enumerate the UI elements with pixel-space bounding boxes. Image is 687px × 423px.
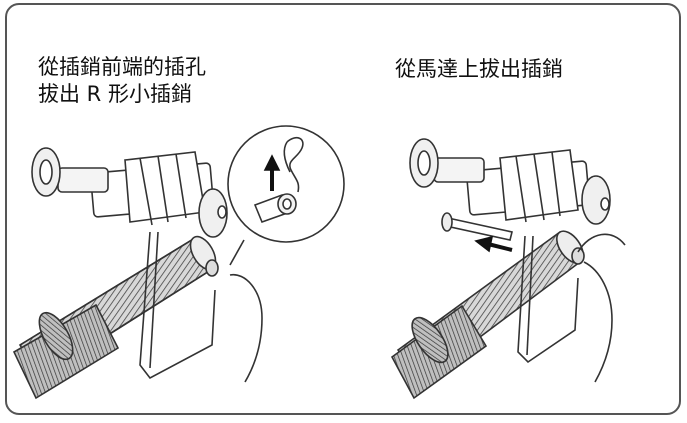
step-2-illustration <box>390 138 626 400</box>
step-2-caption: 從馬達上拔出插銷 <box>395 57 563 81</box>
step-1-caption: 從插銷前端的插孔 拔出 R 形小插銷 <box>38 55 206 106</box>
step-1-illustration <box>12 125 345 400</box>
